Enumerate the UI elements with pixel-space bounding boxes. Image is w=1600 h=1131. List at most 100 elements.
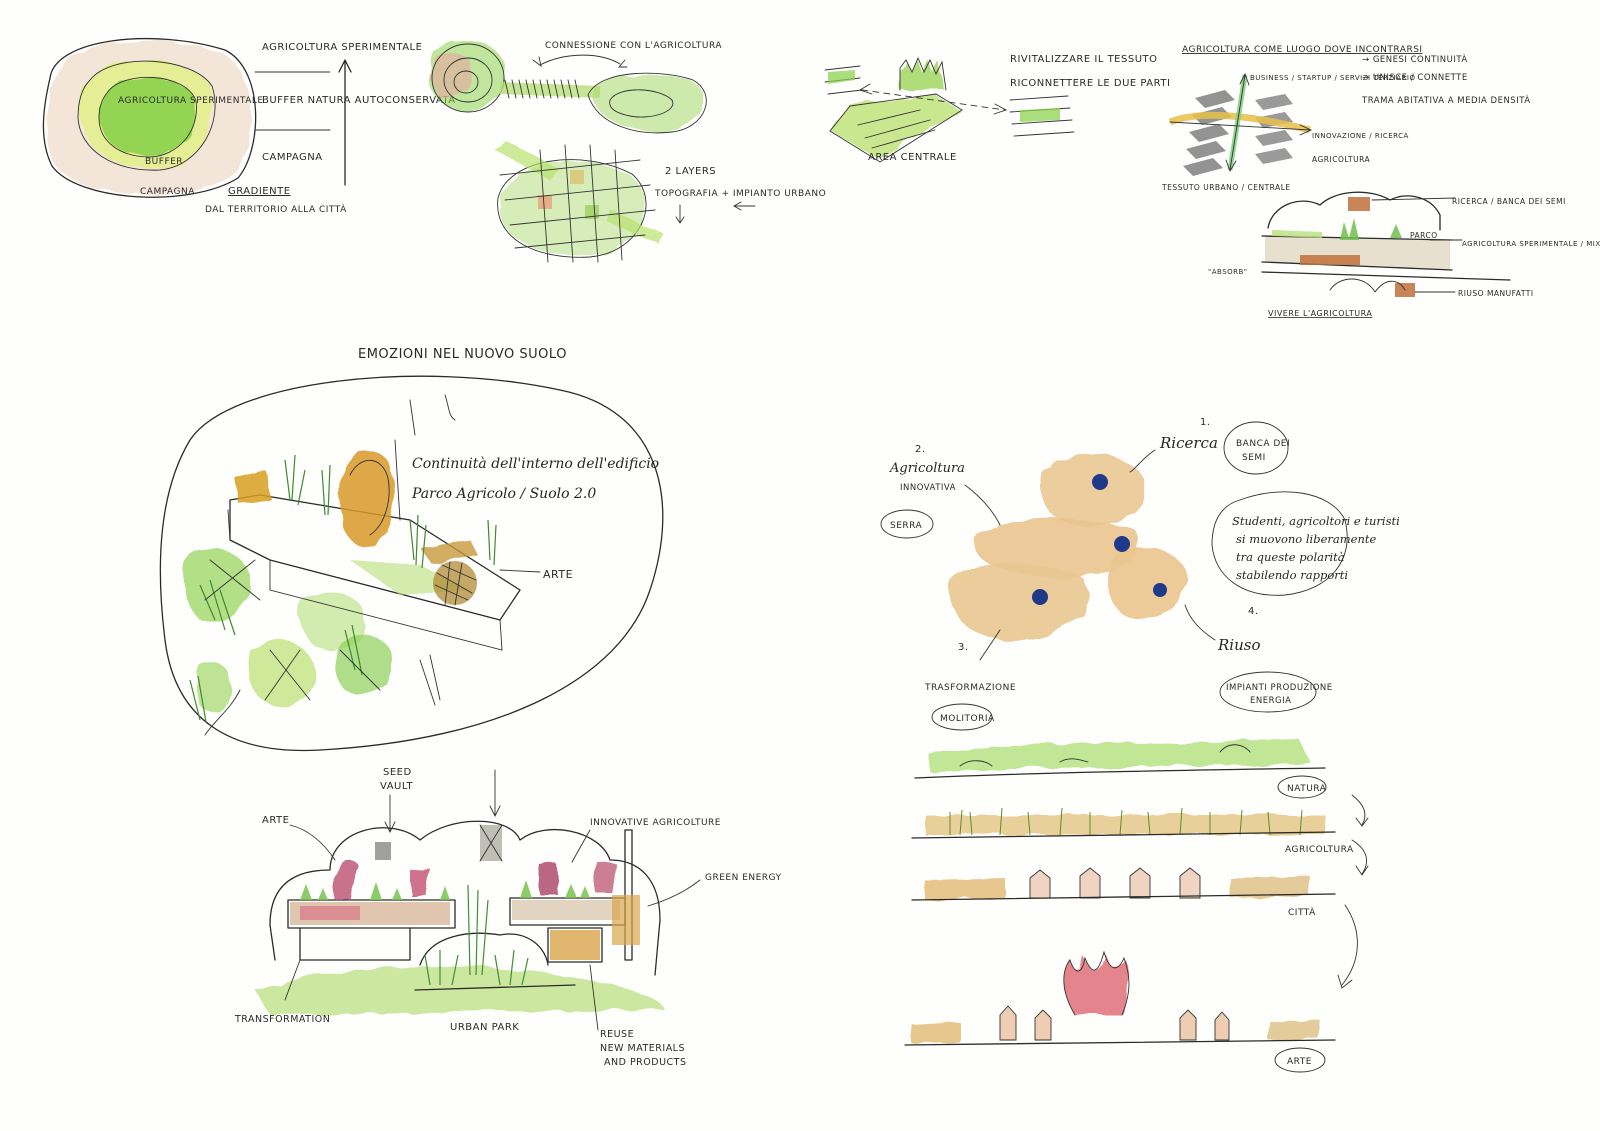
num-2: 2. <box>915 444 926 455</box>
grid-cell-1 <box>538 195 552 209</box>
nature-wash <box>930 740 1310 772</box>
transformation-label: TRANSFORMATION <box>234 1014 330 1025</box>
tissue-label: TESSUTO URBANO / CENTRALE <box>1161 183 1291 192</box>
serra-label: SERRA <box>890 521 923 531</box>
sketch-meeting-place: AGRICOLTURA COME LUOGO DOVE INCONTRARSI … <box>1161 45 1600 318</box>
agri-label-2: INNOVATIVA <box>900 483 956 493</box>
layers-label: 2 LAYERS <box>665 166 716 177</box>
city-houses <box>1030 868 1200 898</box>
section-title: VIVERE L'AGRICOLTURA <box>1268 309 1372 318</box>
retissue-label: RIVITALIZZARE IL TESSUTO <box>1010 54 1158 65</box>
right-floor-wash <box>512 900 620 920</box>
layers-arrows <box>676 202 755 223</box>
connector-band <box>500 88 600 92</box>
right-box-wash <box>550 930 600 960</box>
grid-cell-2 <box>570 170 584 184</box>
arte-label-1: ARTE <box>543 568 573 581</box>
continuity-text: Continuità dell'interno dell'edificio <box>412 456 659 472</box>
reuse-label-2: NEW MATERIALS <box>600 1043 685 1054</box>
arte-arrow-2 <box>290 825 335 860</box>
reconnect-arrow-left <box>860 84 872 94</box>
research-block <box>1348 197 1370 211</box>
paragraph-line-3: tra queste polarità <box>1236 550 1345 564</box>
campagna-label: CAMPAGNA <box>140 187 195 197</box>
gradient-subtitle: DAL TERRITORIO ALLA CITTÀ <box>205 203 347 215</box>
left-lower-floor <box>300 928 410 960</box>
emotions-greenery-5 <box>196 661 230 713</box>
trasf-dot <box>1032 589 1048 605</box>
sketch-connection-diagram: CONNESSIONE CON L'AGRICOLTURA 2 LAYERS T… <box>428 40 826 262</box>
art-bird-wash <box>420 540 478 562</box>
banca-label-2: SEMI <box>1242 453 1266 463</box>
buffer-label: BUFFER <box>145 157 183 167</box>
reuse-block <box>1300 255 1360 265</box>
polarity-reuse <box>1108 548 1186 620</box>
impianti-label-2: ENERGIA <box>1250 696 1291 706</box>
sketch-polarities: 1. Ricerca BANCA DEI SEMI 2. Agricoltura… <box>881 417 1400 730</box>
paragraph-line-4: stabilendo rapporti <box>1236 568 1348 582</box>
ground-green-wash <box>255 967 665 1015</box>
city-wash-left <box>925 878 1005 900</box>
left-tissue-wash <box>828 70 855 84</box>
agri-leader <box>965 485 1000 525</box>
core-label: AGRICOLTURA SPERIMENTALE <box>118 96 264 106</box>
legend-label-3: CAMPAGNA <box>262 152 323 163</box>
sketch-emotions: EMOZIONI NEL NUOVO SUOLO <box>160 347 662 750</box>
ricerca-leader <box>1130 450 1155 472</box>
tower-wash <box>612 895 640 945</box>
art-strip-wash-left <box>912 1022 960 1044</box>
legend-label-1: AGRICOLTURA SPERIMENTALE <box>262 42 422 53</box>
citta-label: CITTÀ <box>1288 906 1316 918</box>
connection-arrow <box>533 55 627 67</box>
art-figure-wash <box>341 451 395 547</box>
reuse-dot <box>1153 583 1167 597</box>
central-vegetation <box>900 58 945 90</box>
art-hand-wash <box>1064 952 1129 1015</box>
natura-label: NATURA <box>1287 784 1327 794</box>
trasf-label: TRASFORMAZIONE <box>924 683 1016 693</box>
seed-label-2: VAULT <box>380 781 414 792</box>
art-pink-figure-3 <box>540 862 558 895</box>
reuse-label-3: AND PRODUCTS <box>604 1057 686 1068</box>
reuse-label-1: REUSE <box>600 1029 634 1040</box>
agri-strip-wash <box>925 815 1325 835</box>
section-arches <box>1330 279 1405 292</box>
seed-vault-box <box>375 842 391 860</box>
art-pink-figure <box>335 861 360 900</box>
sketch-central-area: RIVITALIZZARE IL TESSUTO RICONNETTERE LE… <box>825 54 1170 163</box>
reuse-section-label: RIUSO MANUFATTI <box>1458 289 1534 298</box>
parco-label: PARCO <box>1410 231 1438 240</box>
arte-label-2: ARTE <box>262 815 290 826</box>
emotions-greenery-2 <box>248 640 315 706</box>
innovative-label: INNOVATIVE AGRICOLTURE <box>590 818 721 828</box>
num-3: 3. <box>958 642 969 653</box>
sketch-building-section: SEED VAULT ARTE INNOVATIVE AGRICOLTURE G… <box>234 767 782 1068</box>
legend-label-2: BUFFER NATURA AUTOCONSERVATA <box>262 95 456 106</box>
right-axis-label: INNOVAZIONE / RICERCA <box>1312 132 1409 140</box>
num-1: 1. <box>1200 417 1211 428</box>
riuso-label: Riuso <box>1217 636 1260 654</box>
paragraph-line-2: si muovono liberamente <box>1236 532 1376 546</box>
note-density: TRAMA ABITATIVA A MEDIA DENSITÀ <box>1361 94 1531 106</box>
urban-park-label: URBAN PARK <box>450 1022 519 1033</box>
art-line <box>905 1040 1335 1045</box>
art-pink-figure-4 <box>595 860 615 892</box>
arte-leader <box>500 570 540 572</box>
art-left-wash <box>235 470 272 505</box>
seed-label-1: SEED <box>383 767 412 778</box>
agri-park-text: Parco Agricolo / Suolo 2.0 <box>411 486 596 502</box>
top-axis-label: BUSINESS / STARTUP / SERVIZI TERZIARIO <box>1250 74 1415 82</box>
research-label: RICERCA / BANCA DEI SEMI <box>1452 197 1566 206</box>
impianti-label-1: IMPIANTI PRODUZIONE <box>1226 683 1333 693</box>
green-energy-label: GREEN ENERGY <box>705 873 782 883</box>
reconnect-label: RICONNETTERE LE DUE PARTI <box>1010 78 1170 89</box>
emotions-greenery-4 <box>337 633 392 694</box>
sketch-sequence: NATURA AGRICOLTURA CITTÀ <box>905 740 1368 1072</box>
note-continuity: → GENESI CONTINUITÀ <box>1362 53 1468 65</box>
polarity-trasf <box>949 563 1087 640</box>
agri-axis-label: AGRICOLTURA <box>1312 155 1370 164</box>
meeting-title: AGRICOLTURA COME LUOGO DOVE INCONTRARSI <box>1182 45 1423 55</box>
banca-label-1: BANCA DEI <box>1236 439 1290 449</box>
